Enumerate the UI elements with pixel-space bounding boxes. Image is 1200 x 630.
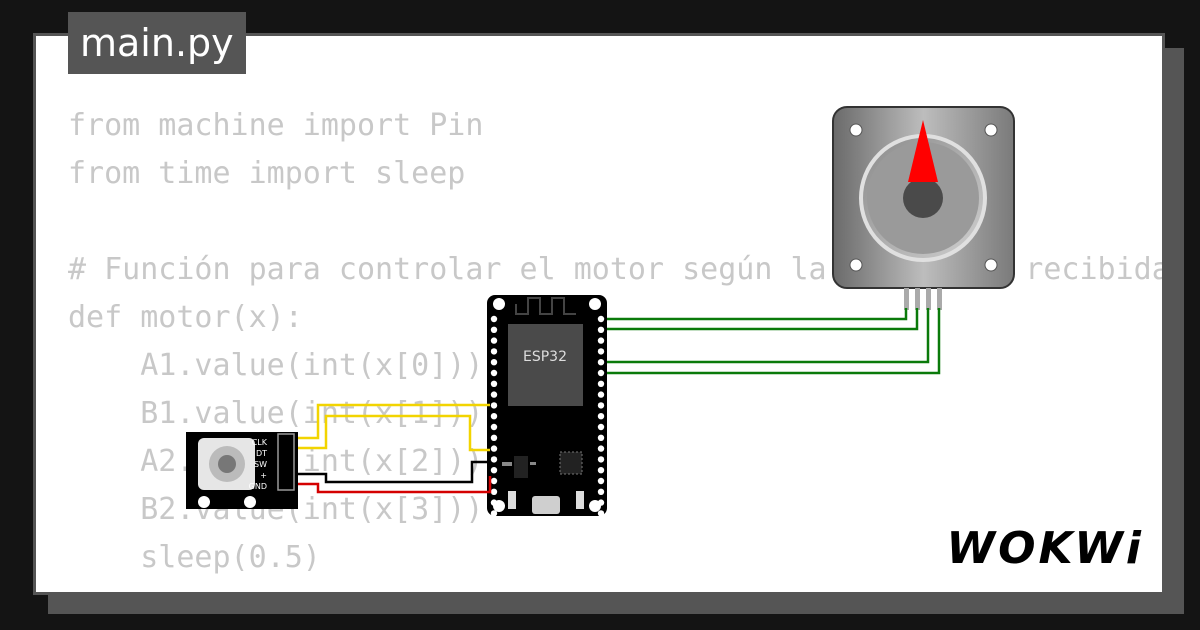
header-pin — [597, 445, 605, 452]
header-pin — [597, 369, 605, 377]
preview-card: from machine import Pin from time import … — [33, 33, 1165, 595]
encoder-pin-sw: SW — [254, 460, 267, 469]
encoder-pin-vcc: + — [260, 471, 267, 480]
header-pin — [490, 326, 498, 333]
header-pin — [597, 315, 605, 323]
encoder-pin-clk: CLK — [252, 438, 268, 447]
header-pin — [597, 423, 605, 431]
header-pin — [597, 326, 605, 333]
header-pin — [597, 359, 605, 366]
esp32-board-icon: ESP32 — [487, 295, 607, 517]
header-pin — [490, 423, 498, 431]
header-pin — [597, 348, 605, 355]
header-pin — [490, 477, 498, 485]
code-line: A1.value(int(x[0])) — [68, 348, 484, 383]
code-line: def motor(x): — [68, 300, 303, 335]
wokwi-logo: WOKWi — [946, 523, 1144, 574]
header-pin — [597, 488, 605, 495]
stepper-motor-icon — [832, 106, 1015, 310]
header-pin — [490, 413, 498, 420]
header-pin — [490, 391, 498, 398]
encoder-pin-dt: DT — [256, 449, 267, 458]
code-line: B1.value(int(x[1])) — [68, 396, 484, 431]
header-pin — [490, 348, 498, 355]
green-wires — [601, 308, 941, 375]
header-pin — [490, 456, 498, 463]
circuit-diagram: ESP32 — [186, 106, 1015, 517]
header-pin — [490, 402, 498, 409]
header-pin — [490, 380, 498, 387]
board-label: ESP32 — [523, 349, 567, 365]
header-pin — [490, 467, 498, 474]
header-pin — [490, 510, 498, 517]
file-tab[interactable]: main.py — [68, 12, 246, 74]
header-pin — [490, 359, 498, 366]
header-pin — [597, 456, 605, 463]
header-pin — [597, 434, 605, 441]
header-pin — [597, 510, 605, 517]
header-pin — [597, 402, 605, 409]
header-pin — [597, 380, 605, 387]
rotary-encoder-icon: CLK DT SW + GND — [186, 432, 298, 509]
header-pin — [597, 391, 605, 398]
encoder-wires — [298, 403, 492, 494]
header-pin — [490, 337, 498, 344]
header-pin — [597, 467, 605, 474]
header-pin — [490, 369, 498, 377]
code-line: sleep(0.5) — [68, 540, 321, 575]
compass-needle-icon — [908, 120, 938, 182]
header-pin — [490, 434, 498, 441]
code-line: from time import sleep — [68, 156, 466, 191]
header-pin — [490, 315, 498, 323]
header-pin — [597, 413, 605, 420]
header-pin — [597, 477, 605, 485]
encoder-pin-gnd: GND — [249, 482, 267, 491]
header-pin — [490, 445, 498, 452]
header-pin — [597, 337, 605, 344]
header-pin — [490, 488, 498, 495]
code-line: from machine import Pin — [68, 108, 484, 143]
